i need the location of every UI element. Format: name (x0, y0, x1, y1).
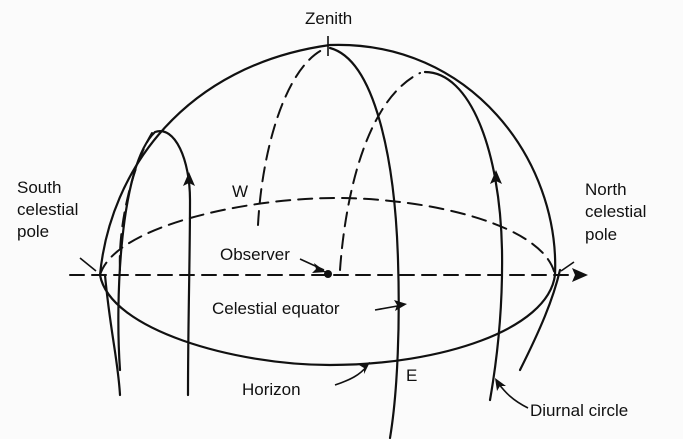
horizon-leader-head (359, 362, 370, 374)
south-pole-leader (79, 257, 97, 272)
horizon-front-arc (98, 273, 557, 367)
north-pole-leader (560, 261, 575, 272)
diurnal-north-arrowhead (490, 170, 502, 184)
horizon-back-arc (99, 196, 556, 276)
north-pole-label-line1: North (585, 180, 627, 199)
horizon-leader (334, 365, 368, 386)
diurnal-leader-head (495, 378, 506, 391)
horizon-label: Horizon (242, 380, 301, 399)
north-pole-label-line2: celestial (585, 202, 646, 221)
south-pole-label-line2: celestial (17, 200, 78, 219)
celestial-equator-label: Celestial equator (212, 299, 340, 318)
diurnal-circle-middle-front (328, 46, 400, 439)
diurnal-circle-north-back (339, 72, 421, 271)
north-pole-label-line3: pole (585, 225, 617, 244)
celestial-dome-outline (98, 43, 557, 277)
observer-leader-head (312, 263, 326, 273)
observer-point (324, 270, 332, 278)
zenith-label: Zenith (305, 9, 352, 28)
observer-label: Observer (220, 245, 290, 264)
diurnal-circle-south-front (117, 130, 192, 397)
diurnal-circle-north-front (423, 70, 504, 402)
south-pole-label-line3: pole (17, 222, 49, 241)
diurnal-south-arrowhead (183, 172, 195, 186)
diurnal-circle-outer-left (103, 273, 122, 397)
east-label: E (406, 366, 417, 385)
diurnal-circle-south-back (118, 132, 153, 271)
south-pole-label-line1: South (17, 178, 61, 197)
axis-arrowhead-north (572, 268, 588, 282)
diurnal-circle-polar (518, 268, 562, 372)
diurnal-leader (497, 382, 529, 409)
diurnal-circle-middle-back (257, 49, 323, 226)
diurnal-circle-label: Diurnal circle (530, 401, 628, 420)
equator-leader-head (394, 300, 407, 311)
west-label: W (232, 182, 248, 201)
